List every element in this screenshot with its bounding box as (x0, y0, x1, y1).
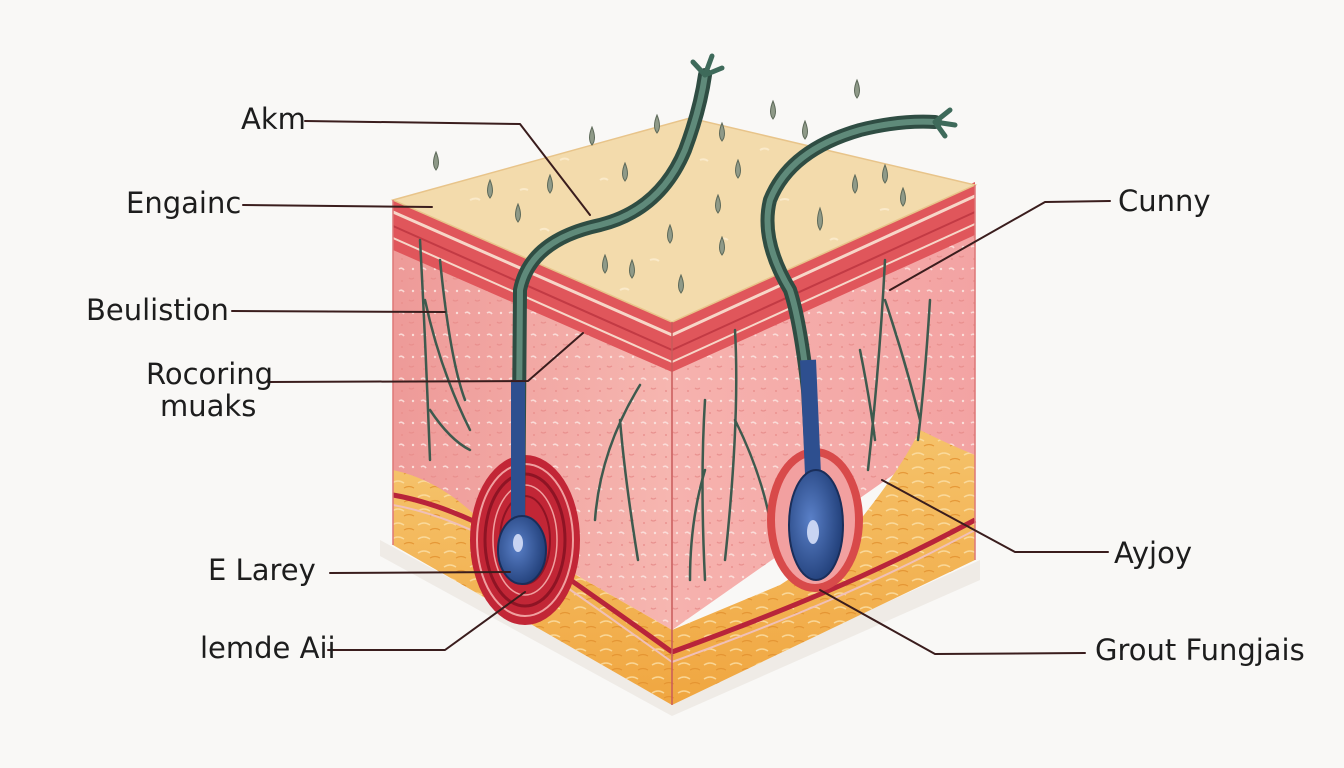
leader-lemde-aii (327, 591, 526, 651)
label-akm: Akm (241, 102, 306, 136)
hair-shaft-left (497, 53, 725, 585)
label-rocoring-line1: Rocoring (146, 357, 273, 391)
leader-akm (304, 120, 591, 216)
leader-ayjoy (881, 479, 1109, 553)
label-beulistion: Beulistion (86, 293, 229, 327)
label-e-larey: E Larey (208, 553, 316, 587)
label-ayjoy: Ayjoy (1114, 536, 1192, 570)
labels-right: Cunny Ayjoy Grout Fungjais (1095, 184, 1305, 667)
label-cunny: Cunny (1118, 184, 1211, 218)
leader-e-larey (329, 571, 511, 574)
leader-beulistion (231, 310, 446, 313)
leader-grout-fungjais (819, 589, 1086, 655)
leader-lines (231, 120, 1111, 655)
skin-block (380, 53, 980, 716)
hair-shaft-right (760, 107, 958, 581)
leader-rocoring (267, 332, 584, 383)
leader-engainc (242, 204, 433, 208)
hair-bulb-left (497, 515, 547, 585)
label-lemde-aii: lemde Aii (200, 631, 336, 665)
sweat-droplets (433, 78, 906, 294)
leader-cunny (889, 200, 1111, 291)
label-engainc: Engainc (126, 186, 241, 220)
label-grout-fungjais: Grout Fungjais (1095, 633, 1305, 667)
label-rocoring-line2: muaks (160, 389, 256, 423)
labels-left: Akm Engainc Beulistion Rocoring muaks E … (86, 102, 336, 665)
